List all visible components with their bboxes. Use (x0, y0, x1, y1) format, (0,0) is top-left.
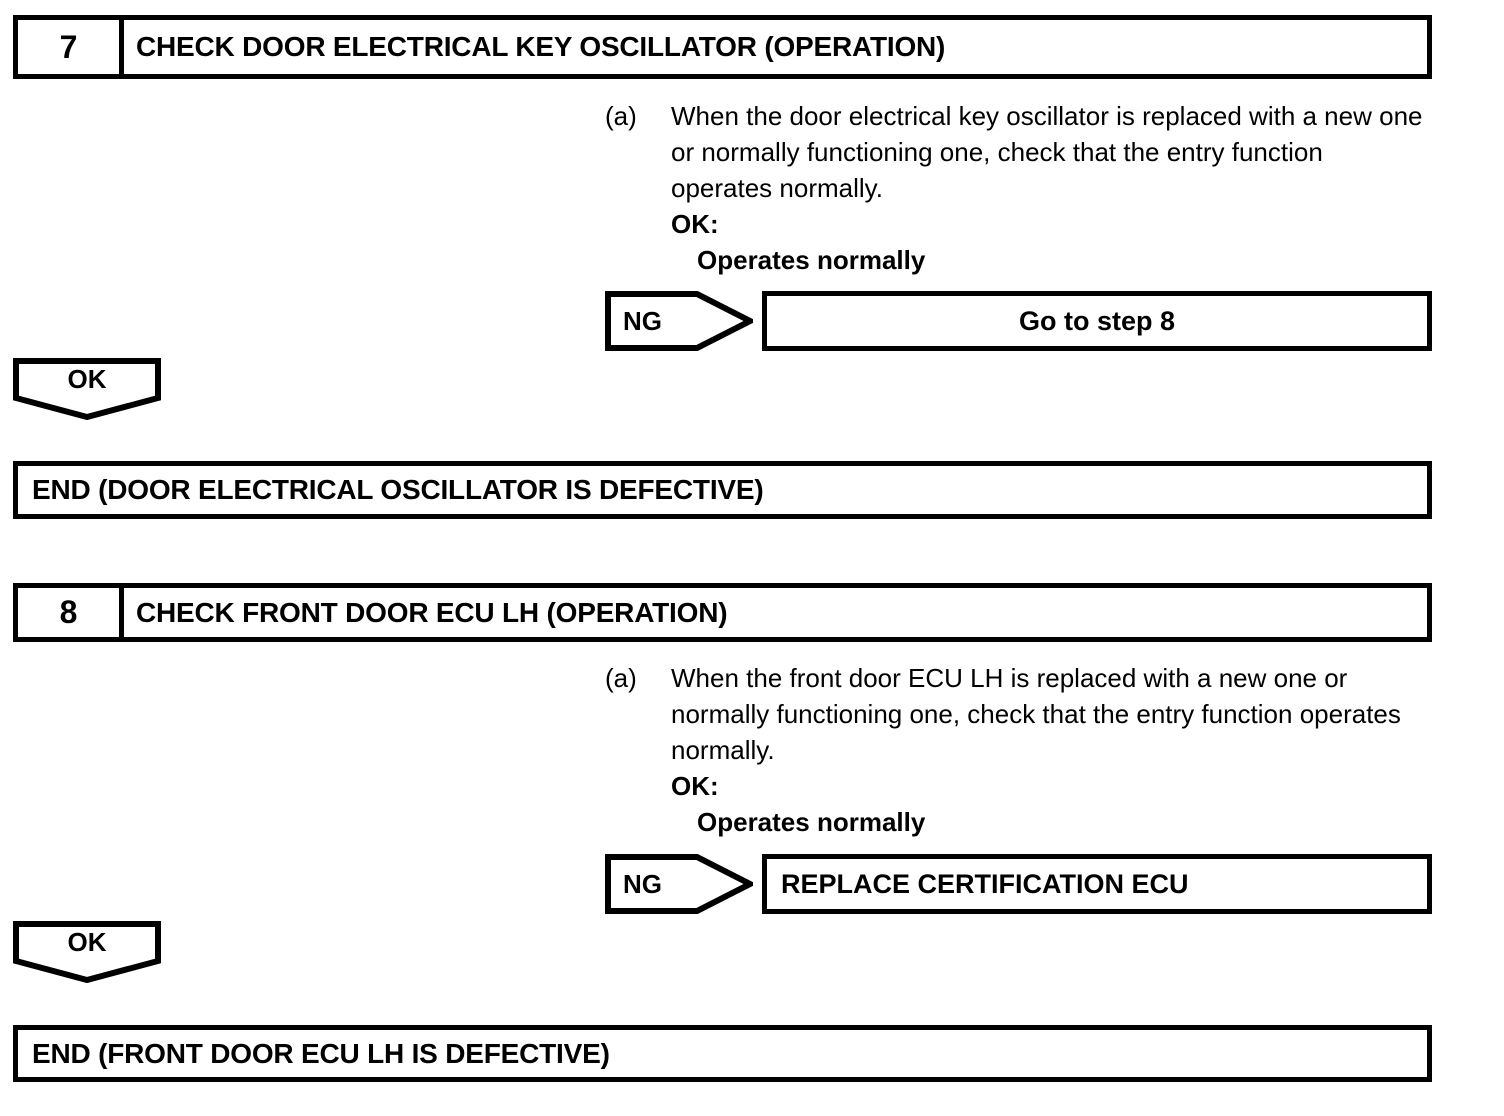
ng-arrow-label-8: NG (623, 868, 662, 899)
ng-arrow-label-7: NG (623, 305, 662, 336)
procedure-marker-7: (a) (605, 101, 637, 131)
ok-arrow-label-7: OK (67, 363, 107, 394)
ng-result-box-7: Go to step 8 (762, 291, 1432, 351)
ok-arrow-label-8: OK (67, 926, 107, 957)
step-procedure-8: (a) When the front door ECU LH is replac… (605, 660, 1431, 840)
end-box-8: END (FRONT DOOR ECU LH IS DEFECTIVE) (13, 1025, 1432, 1082)
procedure-ok-value-7: Operates normally (697, 245, 926, 275)
ng-arrow-shape-8 (605, 854, 753, 914)
step-number-8: 8 (18, 588, 124, 637)
ok-arrow-shape-8 (13, 921, 161, 983)
step-header-8: 8 CHECK FRONT DOOR ECU LH (OPERATION) (13, 583, 1432, 642)
ng-arrow-7: NG (605, 291, 753, 351)
procedure-marker-8: (a) (605, 663, 637, 693)
ng-result-box-8: REPLACE CERTIFICATION ECU (762, 854, 1432, 914)
step-title-7: CHECK DOOR ELECTRICAL KEY OSCILLATOR (OP… (136, 31, 946, 62)
procedure-row-8: (a) When the front door ECU LH is replac… (605, 660, 1431, 768)
step-header-7: 7 CHECK DOOR ELECTRICAL KEY OSCILLATOR (… (13, 15, 1432, 79)
procedure-text-7: When the door electrical key oscillator … (671, 101, 1423, 203)
step-number-7: 7 (18, 20, 124, 74)
step-title-8: CHECK FRONT DOOR ECU LH (OPERATION) (136, 596, 728, 628)
end-box-label-7: END (DOOR ELECTRICAL OSCILLATOR IS DEFEC… (32, 474, 764, 505)
procedure-text-8: When the front door ECU LH is replaced w… (671, 663, 1401, 765)
ng-arrow-shape-7 (605, 291, 753, 351)
ng-arrow-8: NG (605, 854, 753, 914)
procedure-ok-label-8: OK: (671, 771, 719, 801)
procedure-row-7: (a) When the door electrical key oscilla… (605, 98, 1431, 206)
ok-arrow-7: OK (13, 358, 161, 420)
end-box-label-8: END (FRONT DOOR ECU LH IS DEFECTIVE) (32, 1037, 610, 1069)
ng-result-label-7: Go to step 8 (1018, 305, 1175, 336)
procedure-ok-value-8: Operates normally (697, 807, 926, 837)
procedure-ok-label-7: OK: (671, 209, 719, 239)
end-box-7: END (DOOR ELECTRICAL OSCILLATOR IS DEFEC… (13, 461, 1432, 519)
step-procedure-7: (a) When the door electrical key oscilla… (605, 98, 1431, 278)
ng-result-label-8: REPLACE CERTIFICATION ECU (781, 868, 1189, 899)
ok-arrow-8: OK (13, 921, 161, 983)
ok-arrow-shape-7 (13, 358, 161, 420)
